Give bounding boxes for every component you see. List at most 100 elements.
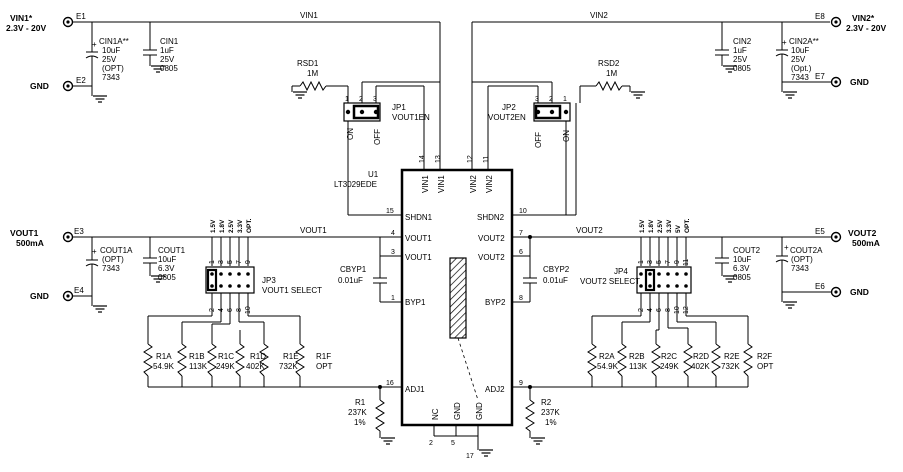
jp3-1v8: 1.8V [219,219,226,233]
r1c-ref: R1C [218,352,234,361]
cin2a-ref: CIN2A** [789,37,819,46]
pin-vout2: VOUT2 [478,253,505,262]
jp3-ref: JP3 [262,276,276,285]
cout1-ref: COUT1 [158,246,186,255]
jp1-pin: 2 [359,96,363,103]
jumper-jp1[interactable]: 1 2 3 ON OFF JP1 VOUT1EN [343,81,440,170]
capacitor-cin2a: + CIN2A** 10uF 25V (Opt.) 7343 [775,22,819,99]
capacitor-cout1: COUT1 10uF 6.3V 0805 [143,237,186,283]
pin-vout1: VOUT1 [405,253,432,262]
plus-sign: + [92,40,97,49]
jp4-pin: 7 [665,260,672,264]
cin2a-rating: 25V [791,55,806,64]
cout1a-ref: COUT1A [100,246,133,255]
terminal-e3[interactable]: E3 VOUT1 500mA [10,227,84,248]
jp2-pin: 1 [563,96,567,103]
jp2-pin: 2 [549,96,553,103]
u1-part: LT3029EDE [334,180,377,189]
pin-14: 14 [419,155,426,163]
r2a-ref: R2A [599,352,615,361]
capacitor-cout2: COUT2 10uF 6.3V 0805 [715,237,761,283]
cin1a-ref: CIN1A** [99,37,129,46]
cin1-ref: CIN1 [160,37,179,46]
rsd2-value: 1M [606,69,617,78]
cin1a-value: 10uF [102,46,120,55]
jumper-jp2[interactable]: 3 2 1 OFF ON JP2 VOUT2EN [472,81,571,170]
capacitor-cin2: CIN2 1uF 25V 0805 [715,22,752,73]
resistor-ladder-2: R2A 54.9K R2B 113K R2C 249K R2D 402K R2E… [587,293,774,387]
r2f-value: OPT [757,362,774,371]
r1f-ref: R1F [316,352,331,361]
cout2a-opt: (OPT) [791,255,813,264]
jp3-2v5: 2.5V [228,219,235,233]
r2-ref: R2 [541,398,552,407]
vout2-current: 500mA [852,238,880,248]
jp3-3v3: 3.3V [237,219,244,233]
plus-sign: + [92,247,97,256]
cin1a-package: 7343 [102,73,120,82]
pin-15: 15 [386,208,394,215]
jp4-name: VOUT2 SELECT [580,277,640,286]
r2e-value: 732K [721,362,740,371]
terminal-e7[interactable]: E7 GND [782,72,869,88]
plus-sign: + [784,243,789,252]
adj2-network: 9 R2 237K 1% [512,380,748,445]
terminal-e2[interactable]: E2 GND [30,76,92,92]
r2d-ref: R2D [693,352,709,361]
pin-2: 2 [429,440,433,447]
r2-value: 237K [541,408,560,417]
terminal-e1-ref: E1 [76,12,86,21]
jp4-pin: 9 [674,260,681,264]
jp4-3v3: 3.3V [666,219,673,233]
pin-10: 10 [519,208,527,215]
r1b-value: 113K [189,362,208,371]
vin1-net: VIN1 [72,11,441,170]
cin2-rating: 25V [733,55,748,64]
terminal-e4-ref: E4 [74,286,84,295]
cin1a-opt: (OPT) [102,64,124,73]
cin2-ref: CIN2 [733,37,752,46]
pin-vin1: VIN1 [421,175,430,193]
terminal-e8[interactable]: E8 VIN2* 2.3V - 20V [815,12,886,33]
cin2a-opt: (Opt.) [791,64,812,73]
pin-12: 12 [467,155,474,163]
jp2-ref: JP2 [502,103,516,112]
terminal-e1[interactable]: E1 VIN1* 2.3V - 20V [6,12,86,33]
cout2-package: 0805 [733,273,751,282]
vout2-label: VOUT2 [848,228,877,238]
r2b-ref: R2B [629,352,645,361]
jp3-pin: 1 [209,260,216,264]
jp4-pin: 1 [638,260,645,264]
terminal-e6[interactable]: E6 GND [782,282,869,298]
r1b-ref: R1B [189,352,205,361]
cout2-value: 10uF [733,255,751,264]
vin1-net-label: VIN1 [300,11,318,20]
pin-gnd: GND [453,402,462,420]
resistor-rsd2: RSD2 1M [579,59,646,103]
vin1-label: VIN1* [10,13,33,23]
exposed-pad [449,257,467,339]
bottom-ground: 2 5 17 [429,425,494,460]
r1e-ref: R1E [283,352,299,361]
terminal-e8-ref: E8 [815,12,825,21]
cout1-package: 0805 [158,273,176,282]
r2c-ref: R2C [661,352,677,361]
r2c-value: 249K [660,362,679,371]
plus-sign: + [782,38,787,47]
vin2-label: VIN2* [852,13,875,23]
cin2a-value: 10uF [791,46,809,55]
r1-value: 237K [348,408,367,417]
terminal-e5[interactable]: E5 VOUT2 500mA [815,227,880,248]
jp1-name: VOUT1EN [392,113,430,122]
jp3-1v5: 1.5V [210,219,217,233]
terminal-e4[interactable]: E4 GND [30,286,92,302]
cout1a-opt: (OPT) [102,255,124,264]
terminal-e5-ref: E5 [815,227,825,236]
pin-shdn1: SHDN1 [405,213,433,222]
rsd1-value: 1M [307,69,318,78]
jp4-pin: 11 [683,259,690,266]
jp4-ref: JP4 [614,267,628,276]
pin-vout1: VOUT1 [405,234,432,243]
pin-gnd: GND [475,402,484,420]
